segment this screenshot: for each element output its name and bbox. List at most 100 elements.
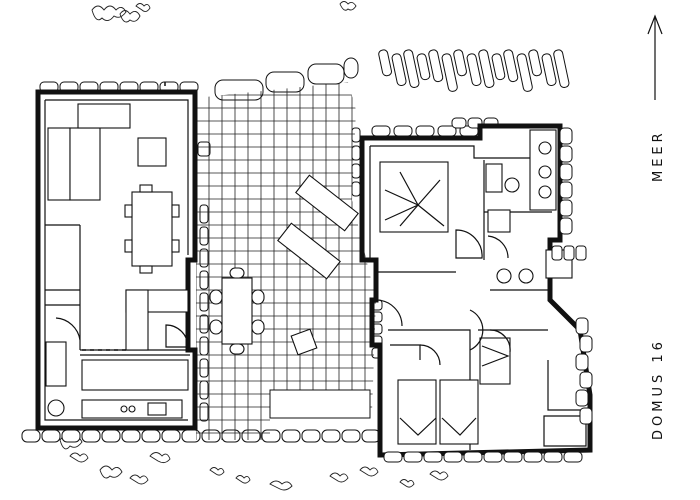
stepping-stone — [416, 53, 431, 81]
stone — [261, 429, 281, 443]
toilet — [47, 399, 65, 417]
stone — [307, 63, 345, 85]
stone — [563, 245, 575, 261]
stone — [351, 181, 361, 197]
stone — [351, 127, 361, 143]
stone — [81, 429, 101, 443]
terrace-furniture — [209, 174, 371, 419]
living-house — [35, 82, 198, 431]
dining-table — [131, 191, 173, 267]
stone — [199, 314, 209, 334]
stone — [415, 125, 435, 137]
shower — [45, 341, 67, 387]
stone — [321, 429, 341, 443]
outdoor-table — [221, 277, 253, 345]
stone — [301, 429, 321, 443]
stepping-stone — [503, 49, 519, 83]
stone — [523, 451, 543, 463]
stone — [543, 451, 563, 463]
stone — [463, 451, 483, 463]
tree-bottom — [59, 435, 449, 491]
terrace-stone-border — [21, 57, 499, 443]
right-stone-border — [383, 127, 593, 463]
stone — [393, 125, 413, 137]
stone — [503, 451, 523, 463]
stone — [221, 429, 241, 443]
stone — [575, 353, 589, 371]
compass-label: MEER — [651, 129, 666, 182]
stone — [161, 429, 181, 443]
stone — [423, 451, 443, 463]
stone — [281, 429, 301, 443]
stone — [361, 429, 381, 443]
sun-lounger — [277, 174, 359, 356]
stone — [199, 270, 209, 290]
stone — [101, 429, 121, 443]
stone — [579, 371, 593, 389]
stone — [41, 429, 61, 443]
stone — [241, 429, 261, 443]
stone — [351, 163, 361, 179]
project-title: DOMUS 16 — [651, 338, 666, 440]
stepping-stone — [428, 49, 444, 83]
stone — [199, 380, 209, 400]
stepping-stone — [466, 53, 482, 87]
stepping-stone — [441, 53, 458, 92]
stone — [21, 429, 41, 443]
stepping-stone — [528, 49, 542, 77]
tree-top-left — [91, 3, 151, 23]
north-arrow-icon — [647, 14, 663, 100]
stone — [559, 217, 573, 235]
stone — [443, 451, 463, 463]
stone — [575, 389, 589, 407]
stepping-stone — [541, 53, 557, 87]
toilet-middle — [496, 268, 512, 284]
stone — [197, 141, 211, 157]
stone — [201, 429, 221, 443]
vegetation — [59, 1, 449, 491]
stone — [199, 204, 209, 224]
stepping-stone — [378, 49, 392, 77]
stone — [575, 317, 589, 335]
stepping-stone — [491, 53, 506, 81]
stone — [383, 451, 403, 463]
stone — [559, 181, 573, 199]
stone — [579, 407, 593, 425]
armchair — [137, 137, 167, 167]
stone — [371, 125, 391, 137]
stone — [265, 71, 305, 93]
stone — [199, 248, 209, 268]
stone — [181, 429, 201, 443]
tree-top-mid — [339, 1, 357, 11]
stone — [575, 245, 587, 261]
terrace-paving-grid — [196, 82, 376, 440]
stepping-stone-path — [378, 49, 570, 92]
stone — [341, 429, 361, 443]
stone — [199, 292, 209, 312]
stepping-stone — [391, 53, 407, 87]
bedroom-house — [359, 123, 593, 458]
stone — [403, 451, 423, 463]
stone — [559, 199, 573, 217]
shower-upper — [487, 209, 511, 233]
stone — [199, 402, 209, 422]
stone — [351, 145, 361, 161]
stone — [61, 429, 81, 443]
stepping-stone — [403, 49, 420, 88]
stone — [199, 336, 209, 356]
stone — [199, 226, 209, 246]
stone — [559, 163, 573, 181]
stepping-stone — [553, 49, 570, 88]
stone — [483, 451, 503, 463]
stone — [559, 145, 573, 163]
stepping-stone — [516, 53, 533, 92]
stone — [563, 451, 583, 463]
sofa — [47, 127, 71, 201]
stone — [551, 245, 563, 261]
stone — [343, 57, 359, 79]
kitchen-counter — [81, 359, 189, 391]
stepping-stone — [453, 49, 467, 77]
stepping-stone — [478, 49, 495, 88]
toilet-upper — [504, 177, 520, 193]
